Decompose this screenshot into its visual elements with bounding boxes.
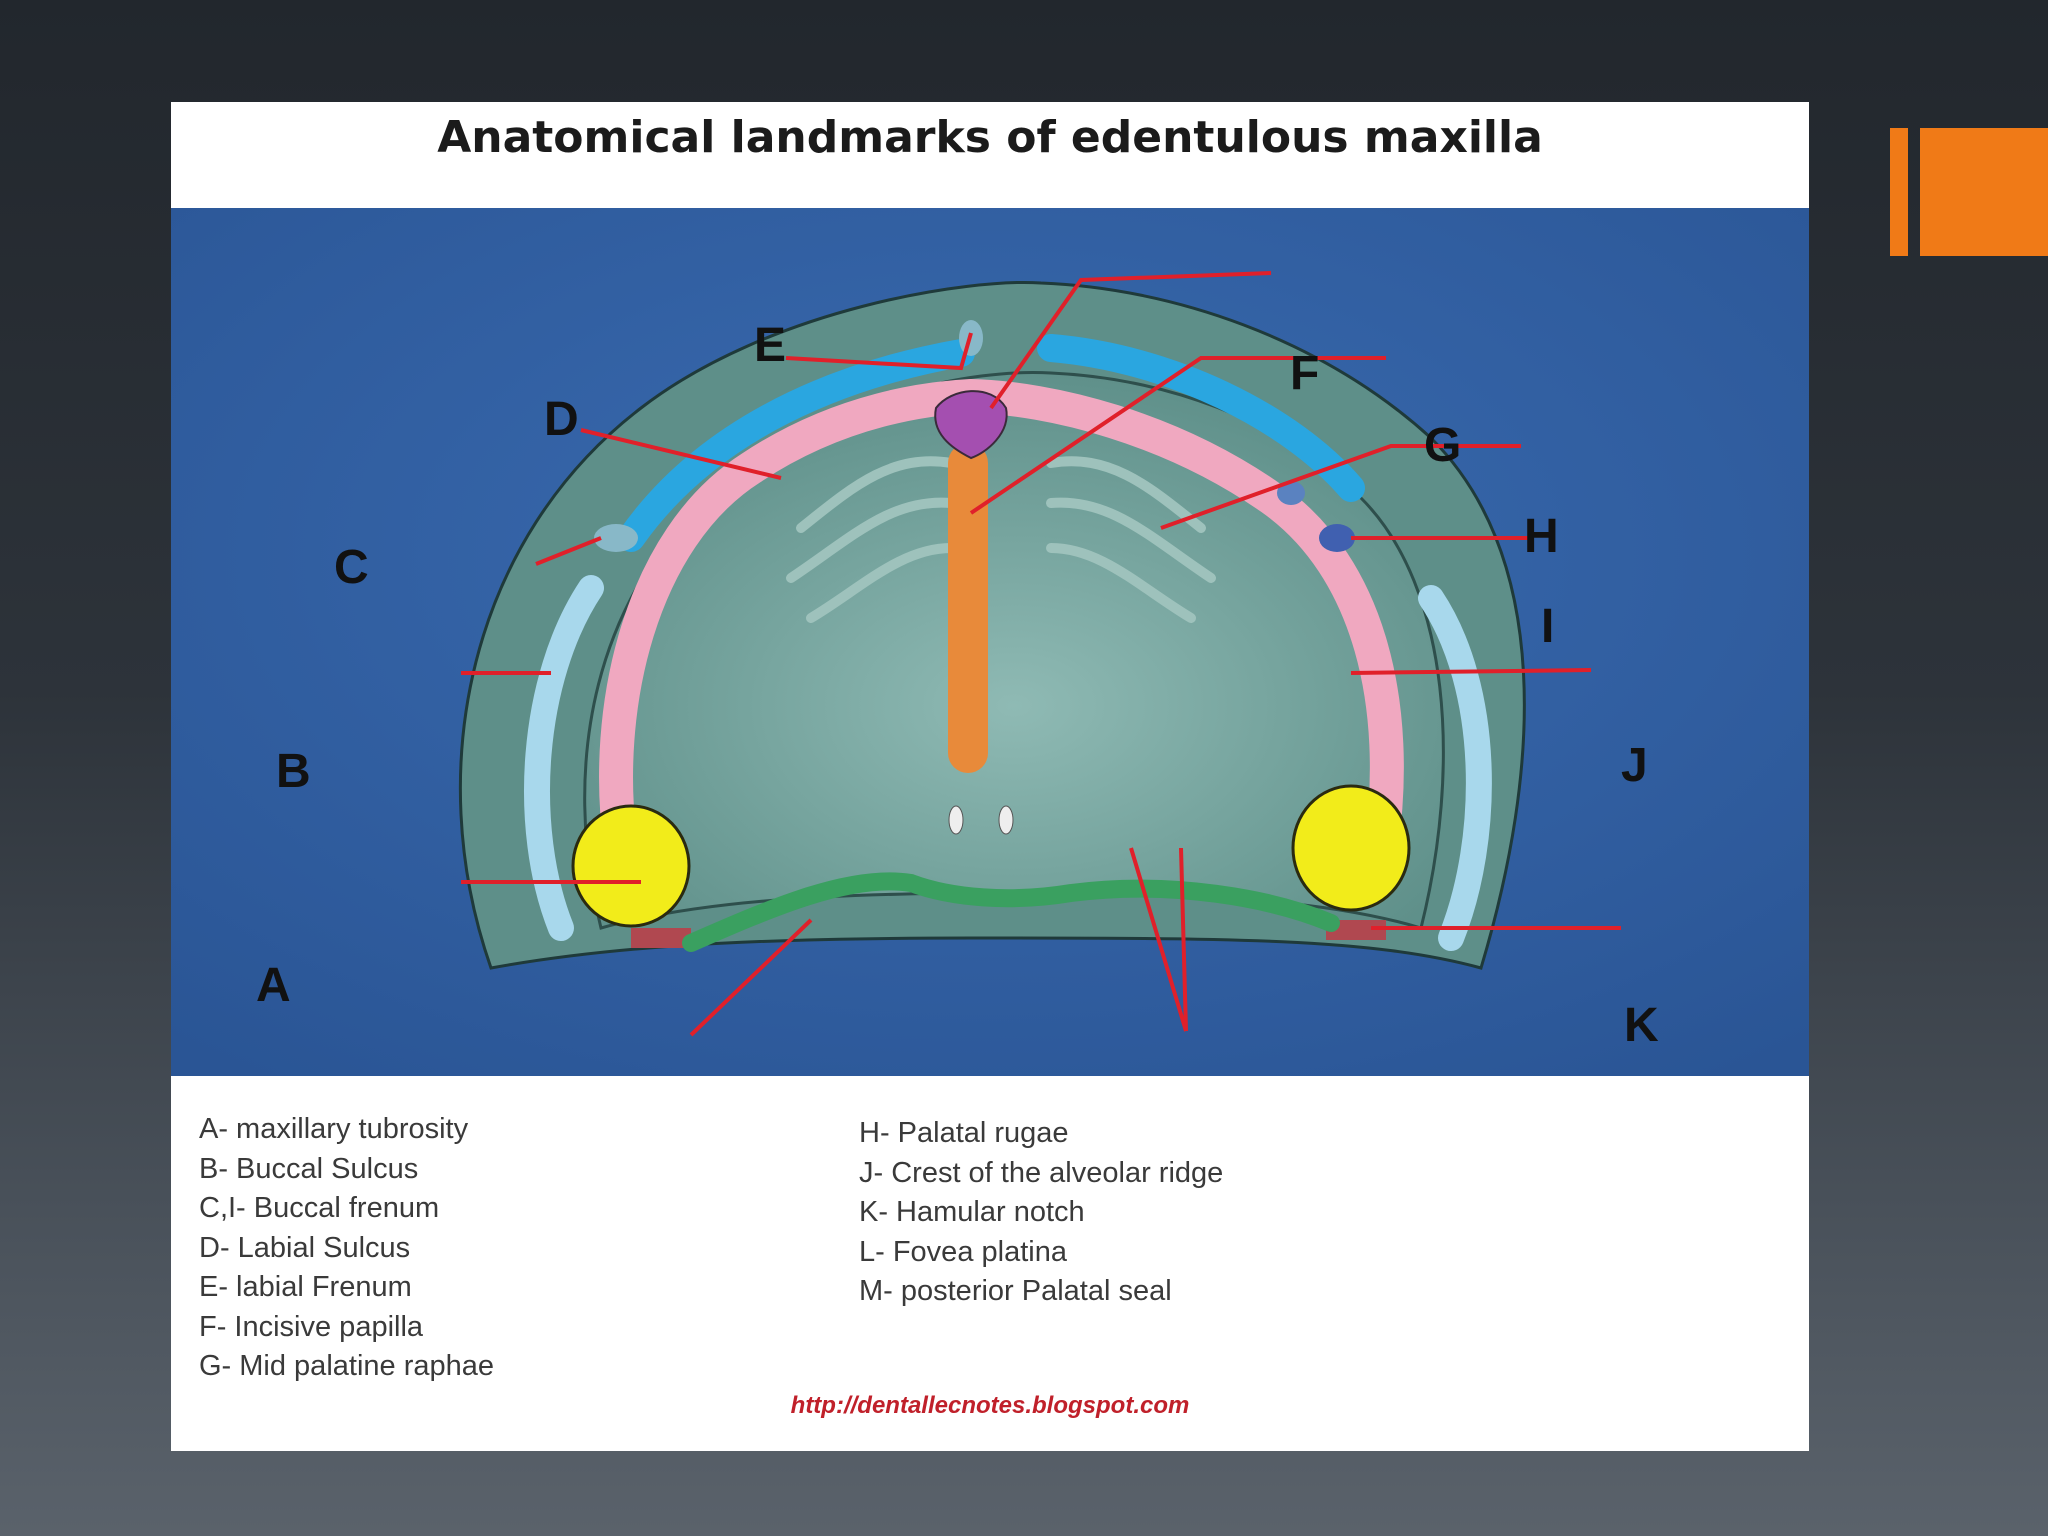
label-b: B [276,745,311,798]
legend-item: G- Mid palatine raphae [199,1350,494,1382]
hamular-notch-right [1326,920,1386,940]
label-c: C [334,541,369,594]
legend-item: D- Labial Sulcus [199,1231,411,1264]
fovea-palatina-right [998,805,1014,835]
label-j: J [1621,739,1648,792]
legend-item: E- labial Frenum [199,1271,412,1303]
hamular-notch-left [631,928,691,948]
accent-bar-thin [1890,128,1908,256]
legend-right: H- Palatal rugae J- Crest of the alveola… [859,1114,1223,1312]
label-g: G [1424,419,1461,472]
legend-item: B- Buccal Sulcus [199,1152,419,1185]
label-i: I [1541,600,1554,653]
buccal-sulcus-right [1418,585,1492,951]
maxillary-tuberosity-right [1291,784,1411,912]
maxilla-diagram-svg: E D F G H I C B J A K L M [171,208,1809,1076]
buccal-frenum-left [594,524,638,552]
legend-item: J- Crest of the alveolar ridge [859,1156,1224,1189]
label-h: H [1524,510,1559,563]
maxillary-tuberosity-left [571,804,691,928]
legend-item: L- Fovea platina [859,1235,1067,1268]
palatal-rugae [786,456,1216,623]
label-e: E [754,319,786,372]
posterior-palatal-seal [682,872,1340,952]
legend-left: A- maxillary tubrosity B- Buccal Sulcus … [199,1110,494,1387]
label-a: A [256,959,291,1012]
buccal-frenum-right [1319,524,1355,552]
legend-item: A- maxillary tubrosity [199,1113,469,1145]
legend-item: C,I- Buccal frenum [199,1192,440,1224]
maxilla-diagram: E D F G H I C B J A K L M [171,208,1809,1076]
legend-item: H- Palatal rugae [859,1117,1069,1149]
label-k: K [1624,999,1659,1052]
legend-item: M- posterior Palatal seal [859,1275,1172,1307]
figure-title: Anatomical landmarks of edentulous maxil… [437,112,1543,163]
source-url: http://dentallecnotes.blogspot.com [790,1392,1190,1419]
mid-palatine-raphe [948,443,988,773]
legend-item: K- Hamular notch [859,1196,1085,1228]
incisive-papilla [934,390,1008,460]
buccal-frenum-right-2 [1277,481,1305,505]
accent-bar-wide [1920,128,2048,256]
label-d: D [544,393,579,446]
buccal-sulcus-left [524,575,604,941]
legend-item: F- Incisive papilla [199,1310,424,1343]
slide-card: Anatomical landmarks of edentulous maxil… [171,102,1809,1451]
fovea-palatina-left [948,805,964,835]
leader-lines [461,271,1621,1037]
label-f: F [1290,347,1319,400]
